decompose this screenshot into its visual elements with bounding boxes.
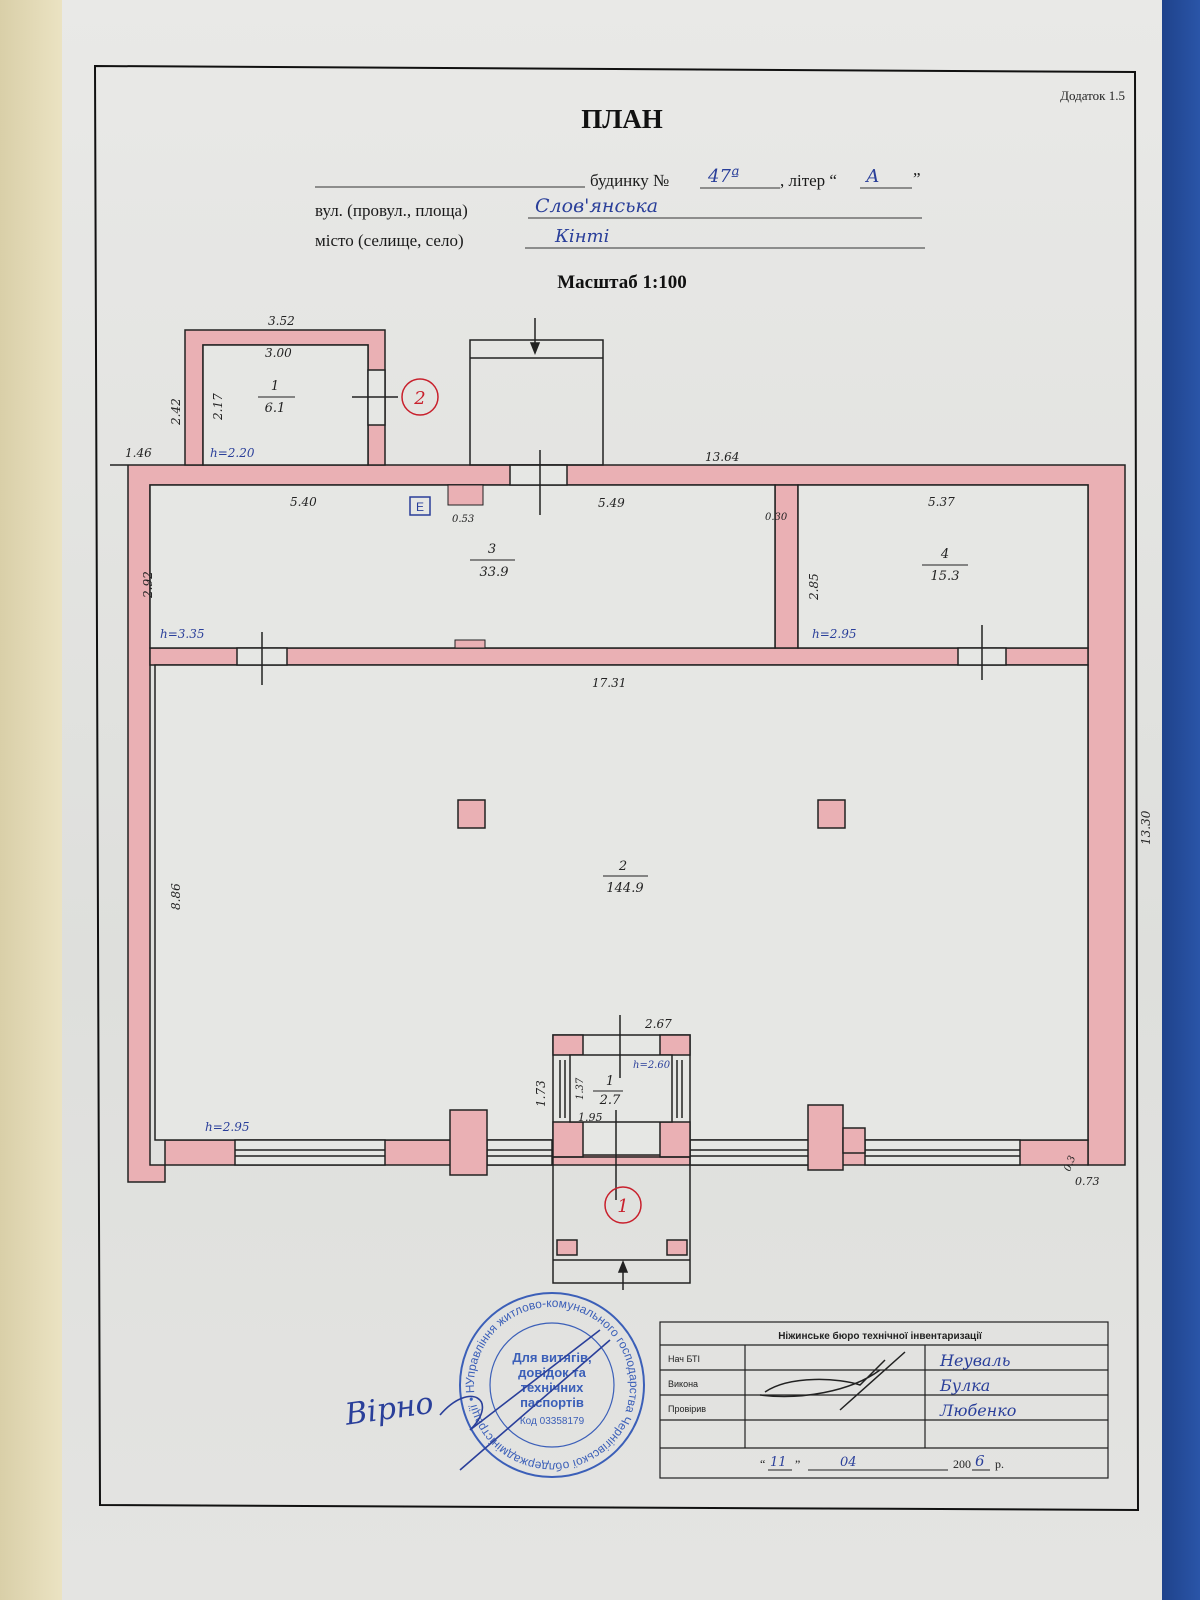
electric-meter-label: E	[416, 500, 424, 514]
column	[457, 799, 486, 829]
title-block-date: “ 11 ” 04 200 6 р.	[760, 1452, 1004, 1471]
svg-text:1.46: 1.46	[125, 446, 152, 460]
svg-text:13.30: 13.30	[1139, 810, 1153, 845]
room-vestibule-top	[202, 344, 369, 466]
street-value: Слов'янська	[535, 195, 658, 217]
svg-text:3.52: 3.52	[268, 314, 295, 328]
svg-text:0.73: 0.73	[1075, 1175, 1100, 1188]
column	[817, 799, 846, 829]
svg-text:h=2.60: h=2.60	[633, 1060, 671, 1071]
svg-text:технічних: технічних	[521, 1380, 585, 1395]
room-number: 1	[606, 1074, 614, 1089]
svg-text:8.86: 8.86	[169, 883, 183, 910]
svg-text:3.00: 3.00	[265, 346, 292, 360]
role-label: Викона	[668, 1379, 698, 1389]
entrance-vestibule-bottom	[552, 1015, 691, 1290]
room-number: 2	[618, 859, 627, 874]
svg-text:2.85: 2.85	[807, 573, 821, 601]
svg-text:200: 200	[953, 1457, 971, 1471]
svg-text:h=2.95: h=2.95	[205, 1120, 250, 1134]
role-label: Нач БТІ	[668, 1354, 700, 1364]
room-number: 3	[488, 542, 496, 557]
house-label: будинку №	[590, 171, 669, 190]
letter-label: , літер “	[780, 171, 837, 190]
svg-text:0.3: 0.3	[1062, 1154, 1078, 1173]
svg-text:Код 03358179: Код 03358179	[520, 1416, 585, 1427]
svg-text:паспортів: паспортів	[520, 1395, 584, 1410]
house-number: 47ª	[707, 166, 739, 187]
room-3	[149, 484, 776, 649]
svg-text:0.30: 0.30	[765, 512, 788, 523]
window-2	[486, 1139, 553, 1166]
role-label: Провірив	[668, 1404, 706, 1414]
title-block	[659, 1321, 1109, 1479]
room-area: 144.9	[606, 881, 643, 896]
appendix-label: Додаток 1.5	[1060, 88, 1125, 103]
scale-label: Масштаб 1:100	[557, 272, 687, 293]
page-frame	[93, 64, 1140, 1512]
svg-text:р.: р.	[995, 1457, 1004, 1471]
entrance-marker-2	[401, 378, 439, 416]
door-top	[509, 464, 568, 486]
entrance-marker-2-label: 2	[413, 388, 425, 409]
svg-text:6: 6	[975, 1452, 985, 1470]
svg-text:1.73: 1.73	[534, 1080, 548, 1107]
pier	[449, 1109, 488, 1176]
signature-mark	[759, 1351, 906, 1411]
svg-text:0.53: 0.53	[452, 514, 474, 525]
svg-text:Для витягів,: Для витягів,	[512, 1350, 591, 1365]
window-4	[864, 1139, 1021, 1166]
city-label: місто (селище, село)	[315, 231, 464, 250]
svg-text:5.40: 5.40	[290, 495, 317, 509]
dimension-labels: 3.52 3.00 2.42 2.17 1.46 h=2.20 13.64 5.…	[125, 314, 1153, 1188]
svg-text:5.49: 5.49	[598, 496, 625, 510]
pier	[807, 1104, 844, 1171]
svg-text:04: 04	[840, 1455, 857, 1470]
page-title: ПЛАН	[581, 104, 663, 134]
room-area: 2.7	[599, 1093, 621, 1108]
room-area: 6.1	[265, 401, 286, 416]
certification-signature-stroke	[439, 1329, 611, 1471]
svg-text:2.17: 2.17	[211, 393, 225, 421]
svg-text:“: “	[760, 1457, 765, 1471]
svg-text:h=2.20: h=2.20	[210, 446, 255, 460]
svg-text:2.92: 2.92	[141, 571, 155, 599]
entrance-porch-top	[469, 318, 604, 466]
signer-name: Неуваль	[939, 1351, 1010, 1370]
room-number: 1	[271, 379, 279, 394]
letter-value: А	[864, 166, 880, 187]
blue-folder-edge	[1155, 0, 1200, 1600]
svg-text:1.95: 1.95	[578, 1111, 603, 1124]
entrance-marker-1	[604, 1186, 642, 1224]
svg-text:”: ”	[795, 1457, 800, 1471]
svg-text:5.37: 5.37	[928, 495, 955, 509]
letter-close: ”	[913, 169, 921, 188]
svg-text:2.42: 2.42	[169, 398, 183, 426]
svg-text:1.37: 1.37	[575, 1077, 586, 1100]
room-area: 33.9	[480, 565, 509, 580]
svg-text:17.31: 17.31	[592, 676, 626, 690]
room-number: 4	[940, 547, 949, 562]
city-value: Кінті	[554, 226, 609, 247]
svg-text:довідок та: довідок та	[518, 1365, 586, 1380]
svg-text:h=3.35: h=3.35	[160, 627, 205, 641]
entrance-marker-1-label: 1	[617, 1196, 628, 1217]
window-3	[689, 1139, 811, 1166]
window-1	[234, 1139, 386, 1166]
title-block-org: Ніжинське бюро технічної інвентаризації	[778, 1330, 982, 1342]
svg-text:11: 11	[770, 1455, 787, 1470]
certification-signature: Вірно	[342, 1386, 436, 1433]
svg-text:2.67: 2.67	[644, 1017, 672, 1031]
street-label: вул. (провул., площа)	[315, 201, 468, 220]
svg-text:h=2.95: h=2.95	[812, 627, 857, 641]
svg-text:13.64: 13.64	[705, 450, 739, 464]
room-4	[797, 484, 1089, 649]
room-area: 15.3	[931, 569, 960, 584]
signer-name: Булка	[939, 1376, 990, 1395]
electric-meter-icon	[409, 496, 431, 516]
signer-name: Любенко	[939, 1401, 1016, 1420]
